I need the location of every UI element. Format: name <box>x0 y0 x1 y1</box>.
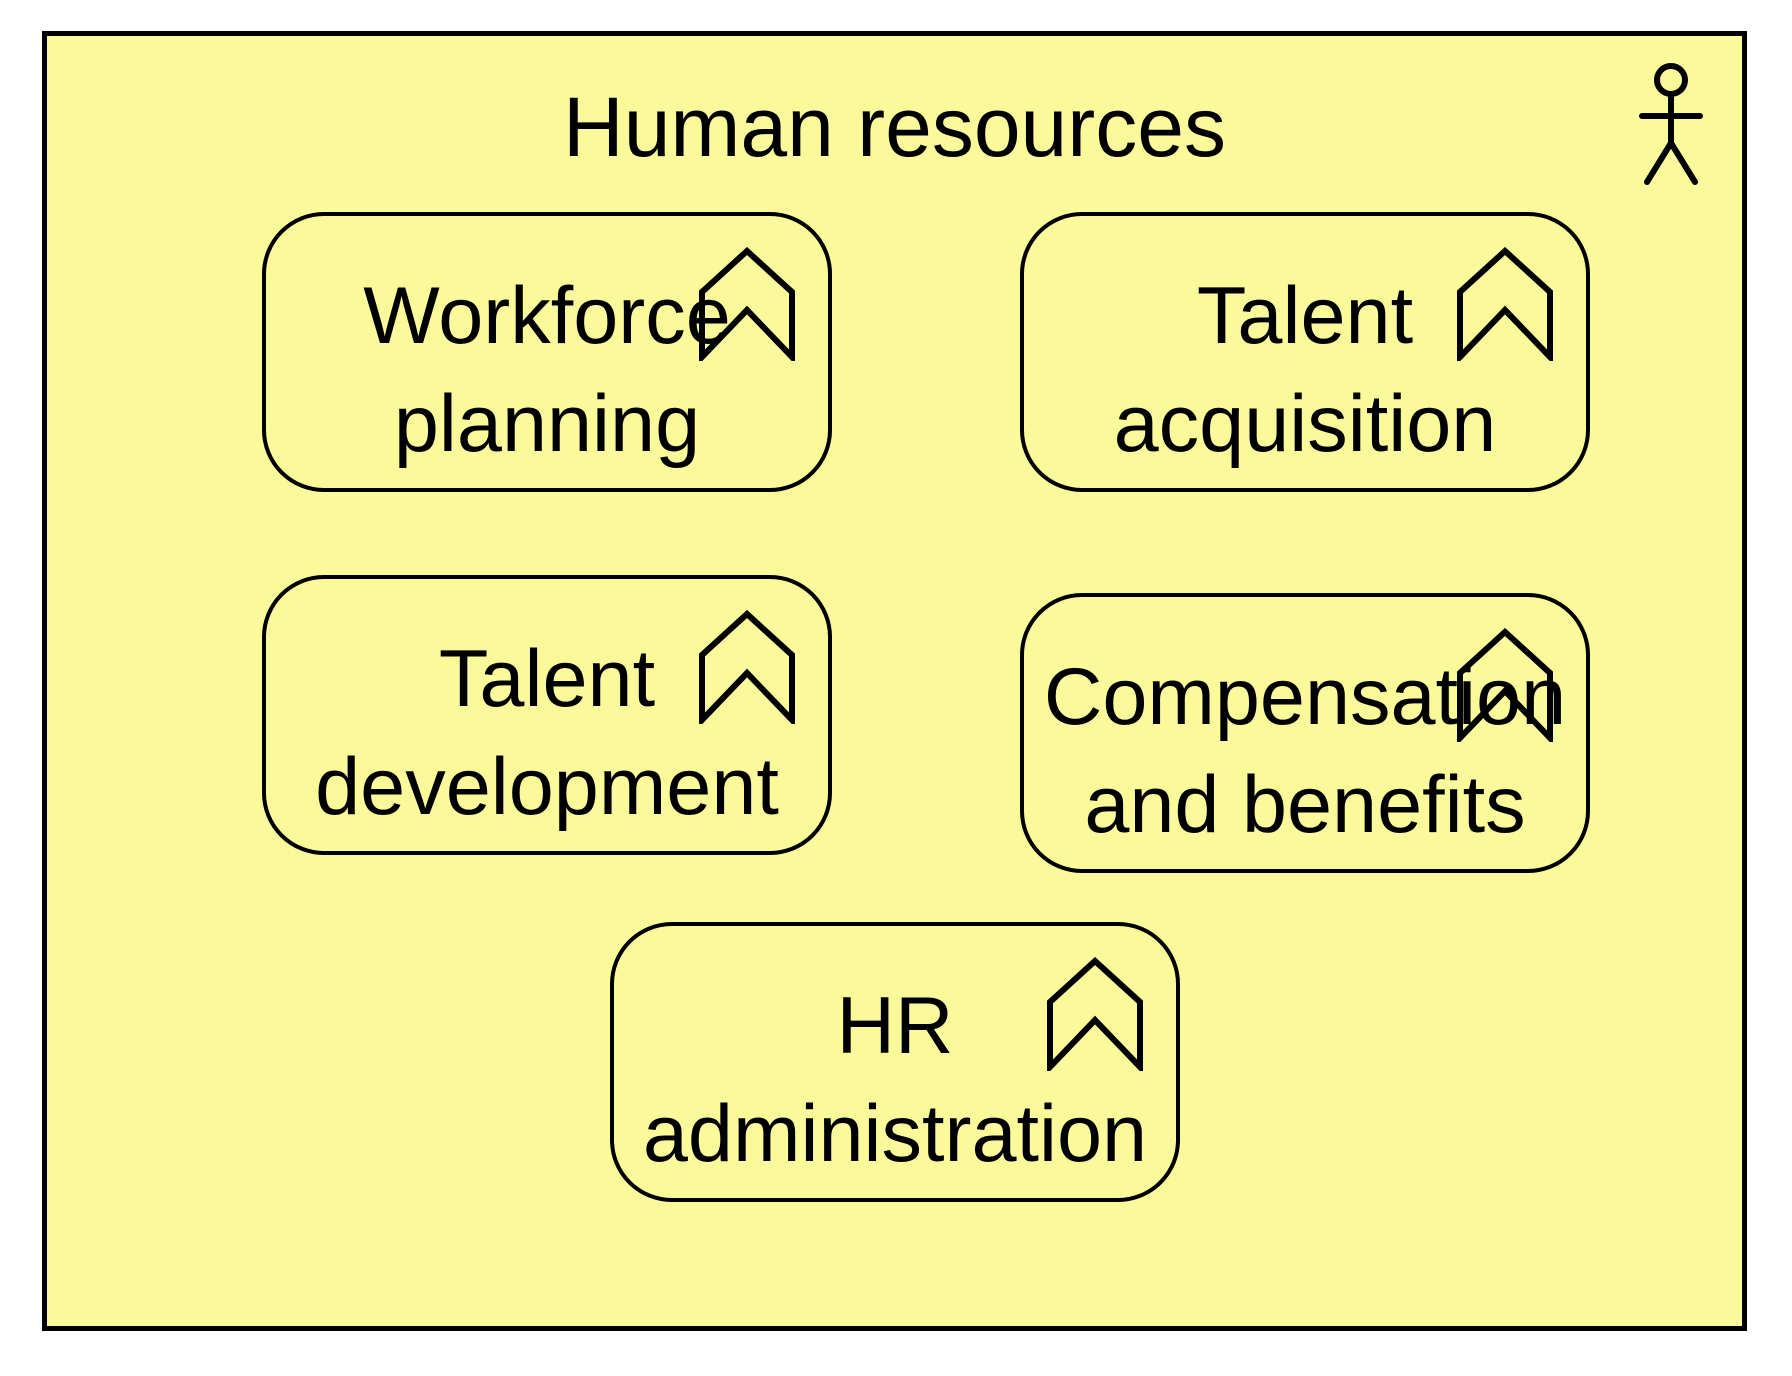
function-box-compensation-and-benefits[interactable]: Compensation and benefits <box>1020 593 1590 873</box>
human-resources-container[interactable]: Human resources Workforce planning <box>42 31 1747 1331</box>
container-title: Human resources <box>563 80 1226 174</box>
business-actor-icon <box>1639 63 1703 185</box>
function-box-talent-development[interactable]: Talent development <box>262 575 832 855</box>
business-function-icon <box>1047 956 1143 1075</box>
function-label: HR administration <box>642 981 1148 1179</box>
business-function-icon <box>699 246 795 365</box>
function-label: Compensation and benefits <box>1043 652 1567 850</box>
function-box-hr-administration[interactable]: HR administration <box>610 922 1180 1202</box>
business-function-icon <box>1457 627 1553 746</box>
function-label: Workforce planning <box>363 271 731 469</box>
business-function-icon <box>1457 246 1553 365</box>
function-label: Talent acquisition <box>1113 271 1497 469</box>
function-box-talent-acquisition[interactable]: Talent acquisition <box>1020 212 1590 492</box>
business-function-icon <box>699 609 795 728</box>
function-label: Talent development <box>315 634 779 832</box>
function-box-workforce-planning[interactable]: Workforce planning <box>262 212 832 492</box>
